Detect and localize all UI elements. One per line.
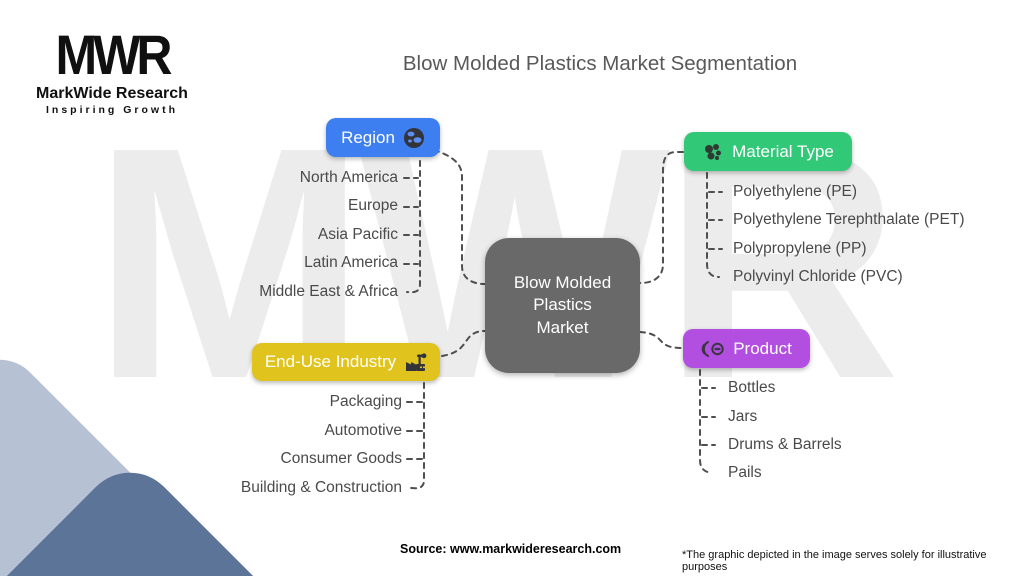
list-item: Polyethylene Terephthalate (PET) (733, 211, 965, 228)
list-item: North America (299, 169, 398, 186)
branch-node-product: Product (683, 329, 810, 368)
branch-node-end-use-industry: End-Use Industry (252, 343, 440, 381)
source-text: Source: www.markwideresearch.com (400, 542, 622, 556)
molecule-cluster-icon (702, 141, 724, 163)
list-item: Automotive (324, 422, 402, 439)
branch-label-product: Product (733, 338, 792, 358)
markwide-logo: MWR MarkWide Research Inspiring Growth (36, 23, 188, 116)
list-item: Consumer Goods (280, 450, 402, 467)
list-item: Europe (348, 197, 398, 214)
branch-node-region: Region (326, 118, 440, 157)
disclaimer-text: *The graphic depicted in the image serve… (682, 549, 987, 573)
list-item: Pails (728, 464, 762, 481)
logo-tagline: Inspiring Growth (46, 104, 178, 116)
center-node-line: Market (536, 317, 589, 337)
branch-label-end-use-industry: End-Use Industry (264, 352, 397, 371)
globe-icon (403, 127, 425, 149)
list-item: Jars (728, 408, 758, 425)
list-item: Building & Construction (240, 479, 402, 496)
center-node-line: Blow Molded (513, 272, 612, 292)
list-item: Asia Pacific (317, 226, 398, 243)
factory-robot-icon (404, 351, 427, 373)
branch-label-region: Region (341, 127, 395, 147)
list-item: Packaging (329, 393, 402, 410)
center-node-line: Plastics (533, 295, 592, 315)
cylinder-drum-icon (701, 338, 725, 360)
branch-label-material-type: Material Type (732, 141, 834, 161)
branch-node-material-type: Material Type (684, 132, 852, 171)
list-item: Drums & Barrels (728, 436, 842, 453)
page-title: Blow Molded Plastics Market Segmentation (402, 52, 798, 75)
list-item: Polypropylene (PP) (733, 240, 867, 257)
list-item: Bottles (728, 379, 776, 396)
center-node: Blow Molded Plastics Market (485, 238, 640, 373)
logo-name: MarkWide Research (36, 85, 188, 102)
list-item: Middle East & Africa (259, 283, 398, 300)
logo-mark: MWR (55, 23, 173, 87)
list-item: Polyethylene (PE) (733, 183, 858, 200)
list-item: Latin America (304, 254, 398, 271)
list-item: Polyvinyl Chloride (PVC) (733, 268, 903, 285)
